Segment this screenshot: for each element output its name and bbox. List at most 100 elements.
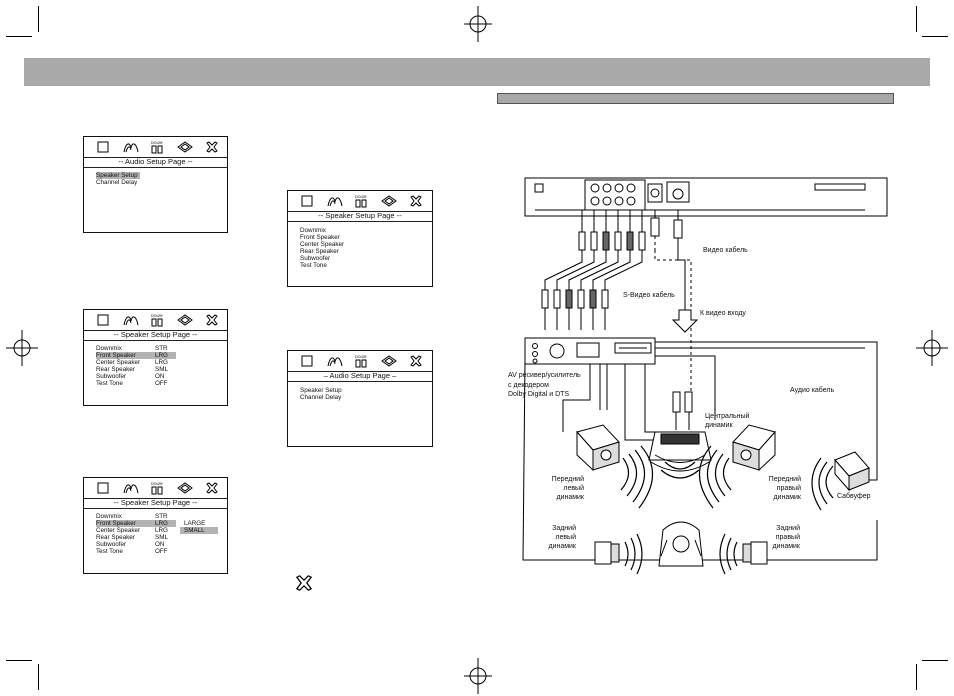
- page-header-bar: [24, 58, 930, 86]
- menu-row-downmix[interactable]: Downmix: [300, 227, 326, 234]
- label-rear-left: Задний левый динамик: [548, 525, 576, 550]
- general-setup-icon[interactable]: [96, 481, 110, 495]
- menu-icons-row: DOLBY: [84, 310, 227, 331]
- audio-setup-panel-2: DOLBY – Audio Setup Page – Speaker Setup…: [287, 350, 433, 447]
- dolby-setup-icon[interactable]: DOLBY: [150, 313, 164, 327]
- label-center-speaker: Центральный динамик: [705, 413, 750, 429]
- dolby-setup-icon[interactable]: DOLBY: [354, 354, 368, 368]
- section-header-bar: [497, 93, 894, 104]
- menu-icons-row: DOLBY: [288, 191, 432, 212]
- menu-icons-row: DOLBY: [84, 478, 227, 499]
- general-setup-icon[interactable]: [96, 313, 110, 327]
- front-left-speaker: [576, 424, 620, 472]
- general-setup-icon[interactable]: [300, 354, 314, 368]
- av-receiver: [524, 337, 656, 365]
- registration-mark-top: [464, 6, 492, 42]
- menu-item-speaker-setup[interactable]: Speaker Setup: [300, 387, 342, 394]
- dolby-setup-icon[interactable]: DOLBY: [354, 194, 368, 208]
- menu-row-center-speaker[interactable]: Center Speaker: [300, 241, 345, 248]
- rear-right-speaker: [742, 541, 768, 565]
- label-subwoofer: Сабвуфер: [837, 493, 871, 500]
- option-large[interactable]: LARGE: [184, 520, 206, 527]
- svg-text:DOLBY: DOLBY: [151, 482, 164, 486]
- menu-icons-row: DOLBY: [288, 351, 432, 372]
- video-setup-icon[interactable]: [381, 194, 397, 208]
- general-setup-icon[interactable]: [300, 194, 314, 208]
- panel-title: -- Speaker Setup Page --: [288, 211, 432, 222]
- menu-item-speaker-setup[interactable]: Speaker Setup: [96, 172, 140, 179]
- registration-mark-left: [6, 330, 38, 366]
- audio-cables: [544, 250, 643, 290]
- dolby-setup-icon[interactable]: DOLBY: [150, 481, 164, 495]
- label-video-cable: Видео кабель: [703, 247, 748, 254]
- panel-title: -- Speaker Setup Page --: [84, 330, 227, 341]
- size-options-popup: LARGE SMALL: [180, 520, 218, 534]
- menu-item-channel-delay[interactable]: Channel Delay: [96, 179, 138, 186]
- registration-mark-bottom: [464, 658, 492, 694]
- audio-setup-icon[interactable]: [326, 354, 344, 368]
- connection-diagram: [522, 177, 888, 575]
- exit-setup-icon[interactable]: [205, 140, 219, 154]
- registration-mark-right: [916, 330, 948, 366]
- sound-waves: [620, 445, 834, 575]
- audio-setup-icon[interactable]: [326, 194, 344, 208]
- panel-title: -- Speaker Setup Page --: [84, 498, 227, 509]
- center-cable-plugs: [672, 391, 693, 430]
- exit-icon: [295, 575, 313, 591]
- rear-left-speaker: [594, 541, 620, 565]
- label-audio-cable: Аудио кабель: [790, 387, 835, 394]
- audio-setup-icon[interactable]: [122, 481, 140, 495]
- video-setup-icon[interactable]: [177, 313, 193, 327]
- video-input-arrow: [671, 309, 699, 333]
- option-small[interactable]: SMALL: [180, 527, 218, 534]
- video-setup-icon[interactable]: [177, 481, 193, 495]
- rca-plugs-top: [578, 210, 646, 251]
- rca-plugs-bottom: [541, 289, 609, 330]
- menu-row-front-speaker[interactable]: Front Speaker: [300, 234, 340, 241]
- label-front-right: Передний правый динамик: [768, 476, 801, 501]
- video-setup-icon[interactable]: [177, 140, 193, 154]
- menu-row-test-tone[interactable]: Test Tone: [300, 262, 327, 269]
- menu-row-subwoofer[interactable]: Subwoofer: [300, 255, 331, 262]
- listener: [658, 521, 704, 567]
- speaker-setup-panel-3: DOLBY -- Speaker Setup Page -- Downmix F…: [287, 190, 433, 287]
- label-rear-right: Задний правый динамик: [772, 525, 800, 550]
- menu-icons-row: DOLBY: [84, 137, 227, 158]
- exit-setup-icon[interactable]: [205, 481, 219, 495]
- exit-setup-icon[interactable]: [205, 313, 219, 327]
- audio-setup-icon[interactable]: [122, 140, 140, 154]
- svideo-cable: [650, 210, 692, 400]
- subwoofer: [834, 451, 870, 492]
- menu-row-rear-speaker[interactable]: Rear Speaker: [300, 248, 339, 255]
- label-av-receiver: AV ресивер/усилитель с декодером Dolby D…: [508, 372, 581, 398]
- svg-text:DOLBY: DOLBY: [151, 314, 164, 318]
- menu-item-channel-delay[interactable]: Channel Delay: [300, 394, 342, 401]
- label-front-left: Передний левый динамик: [551, 476, 584, 501]
- exit-setup-icon[interactable]: [409, 354, 423, 368]
- audio-setup-icon[interactable]: [122, 313, 140, 327]
- svg-text:DOLBY: DOLBY: [151, 141, 164, 145]
- video-setup-icon[interactable]: [381, 354, 397, 368]
- dolby-setup-icon[interactable]: DOLBY: [150, 140, 164, 154]
- exit-setup-icon[interactable]: [409, 194, 423, 208]
- audio-setup-panel-1: DOLBY -- Audio Setup Page -- Speaker Set…: [83, 136, 228, 233]
- dvd-player-rear-panel: [524, 177, 888, 217]
- general-setup-icon[interactable]: [96, 140, 110, 154]
- front-right-speaker: [732, 424, 776, 472]
- panel-title: -- Audio Setup Page --: [84, 157, 227, 168]
- label-to-video-input: К видео входу: [700, 310, 746, 317]
